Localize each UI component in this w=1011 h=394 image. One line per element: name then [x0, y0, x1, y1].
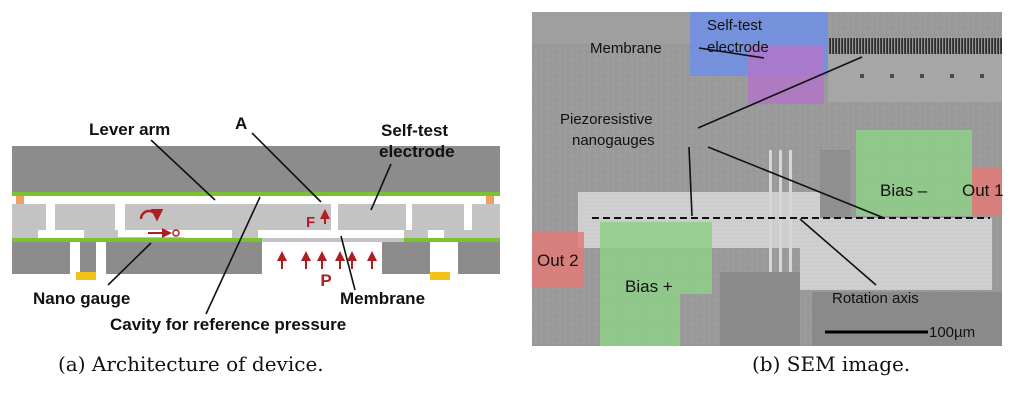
sem-bias-plus-label: Bias +: [625, 277, 673, 296]
sem-out1-label: Out 1: [962, 181, 1004, 200]
membrane: [262, 238, 404, 242]
rotation-icon: [139, 208, 164, 222]
contact-right: [486, 196, 494, 204]
caption-a: (a) Architecture of device.: [58, 352, 324, 376]
membrane-label: Membrane: [340, 289, 425, 308]
force-label: F: [306, 214, 315, 231]
comb-drive: [828, 38, 1002, 54]
sem-piezo-label-line2: nanogauges: [572, 132, 655, 149]
self-test-electrode-label-line2: electrode: [379, 142, 455, 161]
sem-rotation-axis-label: Rotation axis: [832, 290, 919, 307]
pressure-arrows: [277, 251, 377, 269]
point-a-label: A: [235, 114, 247, 133]
cavity-label: Cavity for reference pressure: [110, 315, 346, 334]
bias-minus-pad: [856, 130, 972, 216]
sem-self-test-label-line2: electrode: [707, 39, 769, 56]
bias-plus-pad: [600, 222, 712, 346]
gauge-anchor-icon: [172, 229, 180, 237]
membrane-overlay: [748, 46, 824, 104]
rotation-beam: [800, 218, 992, 290]
flexure-beams: [769, 150, 792, 346]
sem-scale-label: 100µm: [929, 324, 975, 341]
sem-self-test-label-line1: Self-test: [707, 17, 763, 34]
self-test-electrode-label-line1: Self-test: [381, 121, 448, 140]
sem-out2-label: Out 2: [537, 251, 579, 270]
contact-left: [16, 196, 24, 204]
sem-bias-minus-label: Bias –: [880, 181, 928, 200]
top-oxide-layer: [12, 192, 500, 196]
bottom-oxide-right: [404, 238, 500, 242]
pad-right: [430, 272, 450, 280]
sem-piezo-label-line1: Piezoresistive: [560, 111, 653, 128]
nano-gauge-label: Nano gauge: [33, 289, 130, 308]
pressure-label: P: [320, 271, 331, 290]
device-layer: [12, 204, 500, 242]
pad-left: [76, 272, 96, 280]
sem-image: Self-test electrode Membrane Piezoresist…: [532, 12, 1004, 346]
leader-lines: [107, 132, 392, 315]
top-cap: [12, 146, 500, 192]
sem-leader-lines: [688, 47, 885, 286]
sem-membrane-label: Membrane: [590, 40, 662, 57]
architecture-diagram: P F Lever arm A Self-test electrode Nano…: [12, 114, 500, 334]
out1-pad: [972, 168, 1002, 216]
lever-arm-label: Lever arm: [89, 120, 170, 139]
bottom-oxide-left: [12, 238, 262, 242]
substrate: [12, 242, 500, 274]
caption-b: (b) SEM image.: [752, 352, 911, 376]
out2-pad: [532, 232, 584, 288]
